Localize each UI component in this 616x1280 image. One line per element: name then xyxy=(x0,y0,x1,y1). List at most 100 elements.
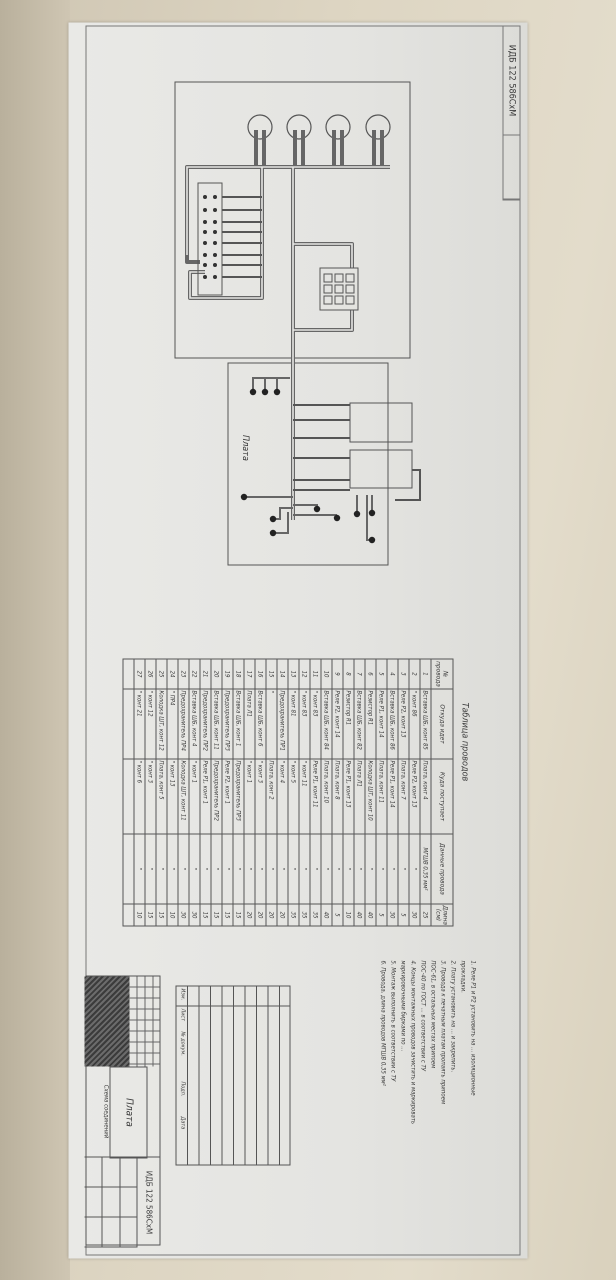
background-wall xyxy=(0,0,70,1280)
title-block-subtitle: Схема соединений xyxy=(102,1084,109,1138)
note-line: 4. Концы монтажных проводов зачистить и … xyxy=(409,960,416,1124)
wire-number: 1 xyxy=(419,658,431,689)
wire-number: 16 xyxy=(254,658,266,689)
col-header-length: Длина (см) xyxy=(430,903,453,926)
note-line: ПОС-40 по ГОСТ ... в соответствии с ТУ xyxy=(419,960,426,1071)
wire-data: " xyxy=(254,833,266,904)
wire-length: 35 xyxy=(287,903,299,926)
wire-from: Вставка ШБ, конт 86 xyxy=(386,688,398,759)
wire-number xyxy=(122,658,134,689)
stamp-cell xyxy=(503,135,519,199)
wire-number: 15 xyxy=(265,658,277,689)
wire-to: " конт 1 xyxy=(188,758,200,834)
table-title: Таблица проводов xyxy=(459,702,469,781)
wire-data xyxy=(122,833,134,904)
rev-label-date: Дата xyxy=(179,1116,185,1129)
wire-data: " xyxy=(221,833,233,904)
wire-to: " конт 4 xyxy=(276,758,288,834)
wire-number: 6 xyxy=(364,658,376,689)
note-line: ПОС-61, в остальных местах припоем xyxy=(429,960,436,1068)
wire-data: " xyxy=(408,833,420,904)
table-row: 26" конт 12" конт 3"15 xyxy=(144,658,156,926)
wire-from: Предохранитель ПР1 xyxy=(276,688,288,759)
rev-label-docnum: № докум. xyxy=(179,1031,185,1056)
wire-data: " xyxy=(364,833,376,904)
wire-from: Резистор R1 xyxy=(342,688,354,759)
wire-data: " xyxy=(331,833,343,904)
wire-from: Предохранитель ПР4 xyxy=(177,688,189,759)
wire-to: Предохранитель ПР2 xyxy=(210,758,222,834)
wire-length: 15 xyxy=(155,903,167,926)
drawing-sheet: ИДБ 122 586СхМ Таблица проводов № провод… xyxy=(68,22,527,1258)
wire-data: " xyxy=(177,833,189,904)
wire-data: " xyxy=(353,833,365,904)
wire-number: 5 xyxy=(375,658,387,689)
table-row: 27" конт 21" конт 6"10 xyxy=(133,658,145,926)
rev-label-change: Изм. xyxy=(179,988,185,1000)
table-row: 13" конт 81" конт 5"35 xyxy=(287,658,299,926)
approval-stamp xyxy=(84,976,129,1066)
wire-from: " конт 86 xyxy=(408,688,420,759)
wire-data: " xyxy=(397,833,409,904)
wire-data: МГШВ 0,35 мм² xyxy=(419,833,431,904)
wire-data: " xyxy=(144,833,156,904)
wire-to: Плата, конт 7 xyxy=(397,758,409,834)
document-code-stamp: ИДБ 122 586СхМ xyxy=(502,25,520,200)
col-header-to: Куда поступает xyxy=(430,758,453,834)
wire-number: 12 xyxy=(298,658,310,689)
wire-number: 23 xyxy=(177,658,189,689)
wire-data: " xyxy=(133,833,145,904)
wire-to: " конт 11 xyxy=(298,758,310,834)
technical-notes: 1. Реле Р1 и Р2 установить на ... изоляц… xyxy=(377,960,477,1190)
wire-from: Вставка ШБ, конт 85 xyxy=(419,688,431,759)
wire-length: 20 xyxy=(276,903,288,926)
table-row xyxy=(122,658,134,926)
wire-number: 19 xyxy=(221,658,233,689)
wire-to: Колодка ШТ, конт 11 xyxy=(177,758,189,834)
wire-length xyxy=(122,903,134,926)
wire-length: 5 xyxy=(397,903,409,926)
wire-to: " конт 3 xyxy=(254,758,266,834)
wire-from: Вставка ШБ, конт 4 xyxy=(188,688,200,759)
wire-number: 20 xyxy=(210,658,222,689)
wire-from: Вставка ШБ, конт 6 xyxy=(254,688,266,759)
note-line: маркировочными бирками по ... xyxy=(399,960,406,1051)
wire-to: Реле Р1, конт 11 xyxy=(309,758,321,834)
wire-length: 15 xyxy=(232,903,244,926)
wire-number: 13 xyxy=(287,658,299,689)
wire-data: " xyxy=(386,833,398,904)
title-block: Плата Схема соединений ИДБ 122 586СхМ xyxy=(84,975,160,1247)
note-line: 6. Провода, длина проводов МГШВ 0,35 мм² xyxy=(379,960,386,1086)
wire-length: 20 xyxy=(265,903,277,926)
note-line: прокладки. xyxy=(459,960,466,993)
wire-to: Предохранитель ПР3 xyxy=(232,758,244,834)
title-block-grid xyxy=(129,976,159,1066)
wire-to: Плата, конт 4 xyxy=(419,758,431,834)
wire-data: " xyxy=(188,833,200,904)
wire-length: 35 xyxy=(298,903,310,926)
wire-data: " xyxy=(265,833,277,904)
wire-length: 5 xyxy=(375,903,387,926)
wire-to: Плата, конт 2 xyxy=(265,758,277,834)
wire-length: 10 xyxy=(133,903,145,926)
table-row: 15"Плата, конт 2"20 xyxy=(265,658,277,926)
wire-length: 30 xyxy=(386,903,398,926)
rev-label-sheet: Лист xyxy=(179,1008,185,1021)
wire-number: 8 xyxy=(342,658,354,689)
wire-from: Реле Р2, конт 14 xyxy=(331,688,343,759)
wire-from: " конт 83 xyxy=(298,688,310,759)
col-header-number: № провода xyxy=(430,658,453,689)
title-block-code: ИДБ 122 586СхМ xyxy=(136,1156,159,1247)
note-line: 3. Провода к печатным платам пропаять пр… xyxy=(439,960,446,1104)
wire-length: 15 xyxy=(144,903,156,926)
